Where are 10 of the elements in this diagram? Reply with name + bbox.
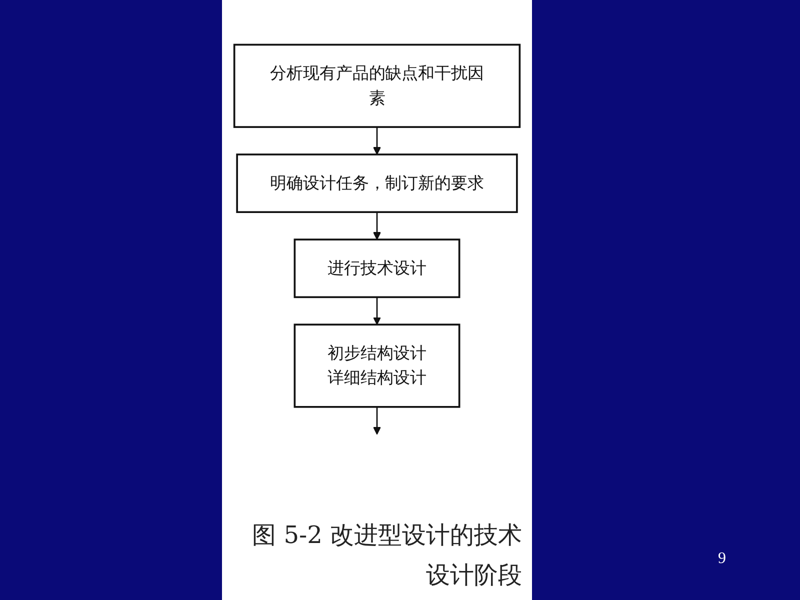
node-box: 明确设计任务，制订新的要求 [236,154,518,214]
node-box: 初步结构设计 详细结构设计 [294,324,460,408]
arrow [372,212,382,240]
node-box: 分析现有产品的缺点和干扰因素 [233,44,521,128]
page-number: 9 [718,550,726,568]
node-box: 进行技术设计 [294,238,460,298]
arrow [372,297,382,325]
arrow [372,127,382,155]
figure-caption: 图 5-2 改进型设计的技术设计阶段 [251,520,522,591]
arrow [372,406,382,435]
